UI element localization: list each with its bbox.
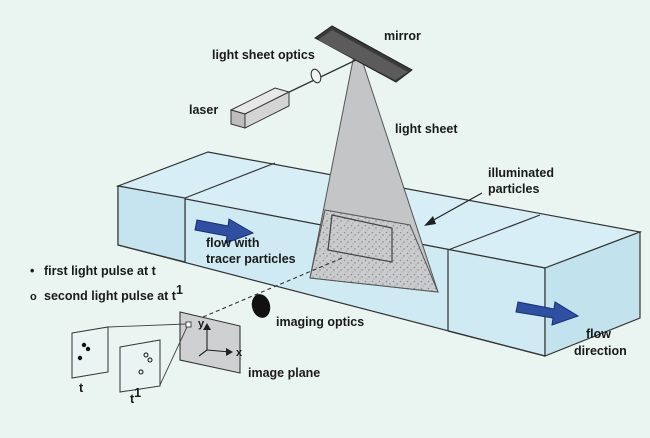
channel-divider-right	[447, 214, 541, 251]
label-laser: laser	[189, 103, 218, 117]
channel-end-face	[544, 231, 641, 357]
x-axis-arrow	[226, 348, 233, 356]
legend-second-pulse-text: second light pulse at t1	[44, 283, 183, 303]
label-particles: particles	[488, 182, 539, 196]
label-imaging-optics: imaging optics	[276, 315, 364, 329]
label-light-sheet-optics: light sheet optics	[212, 48, 315, 62]
light-sheet	[309, 59, 439, 293]
channel-divider-left	[184, 162, 276, 199]
channel-bottom-edge	[447, 330, 546, 357]
laser-side	[244, 91, 290, 129]
legend-second-pulse-symbol: o	[30, 291, 37, 303]
laser-assembly	[229, 59, 357, 129]
label-tracer-particles: tracer particles	[206, 252, 296, 266]
light-sheet-optics-lens	[310, 68, 322, 84]
mirror	[314, 25, 413, 83]
particle-circle	[147, 357, 153, 363]
imaging-optics-lens	[251, 294, 271, 318]
frame-t1	[119, 339, 161, 393]
particle-dot	[85, 346, 91, 352]
frame-t	[71, 326, 109, 379]
frame-t-panel	[71, 326, 109, 379]
image-plane-panel	[179, 311, 241, 374]
label-image-plane: image plane	[248, 366, 320, 380]
x-axis-label: x	[236, 347, 243, 359]
label-flow: flow	[586, 327, 611, 341]
label-light-sheet: light sheet	[395, 122, 458, 136]
legend-first-pulse-text: first light pulse at t	[44, 264, 157, 278]
flow-arrow-right	[515, 301, 580, 326]
mirror-surface	[318, 30, 408, 80]
channel-left-end-face	[117, 185, 186, 263]
particle-circle	[138, 369, 144, 375]
y-axis-arrow	[203, 323, 211, 330]
particle-dot	[77, 355, 83, 361]
y-axis-label: y	[198, 318, 205, 330]
label-direction: direction	[574, 344, 627, 358]
frame-leader-top	[107, 323, 187, 328]
flow-arrow-left	[194, 218, 255, 244]
legend: • first light pulse at t o second light …	[30, 264, 183, 303]
frame-t1-panel	[119, 339, 161, 393]
image-plane: x y	[179, 311, 243, 374]
label-frame-t: t	[79, 381, 84, 395]
label-mirror: mirror	[384, 29, 421, 43]
z-axis-line	[198, 349, 208, 357]
label-flow-with: flow with	[206, 236, 259, 250]
particle-circle	[143, 352, 149, 358]
label-illuminated: illuminated	[488, 166, 554, 180]
legend-first-pulse-symbol: •	[30, 264, 34, 278]
illuminated-particles-pointer	[424, 192, 483, 226]
frame-leader-bottom	[159, 326, 188, 386]
label-frame-t1: t1	[130, 386, 141, 406]
measurement-window	[327, 214, 393, 263]
image-plane-marker	[185, 321, 192, 328]
imaging-axis-dashed	[195, 257, 343, 321]
particle-dot	[81, 342, 87, 348]
light-sheet-particles-region	[309, 209, 439, 293]
